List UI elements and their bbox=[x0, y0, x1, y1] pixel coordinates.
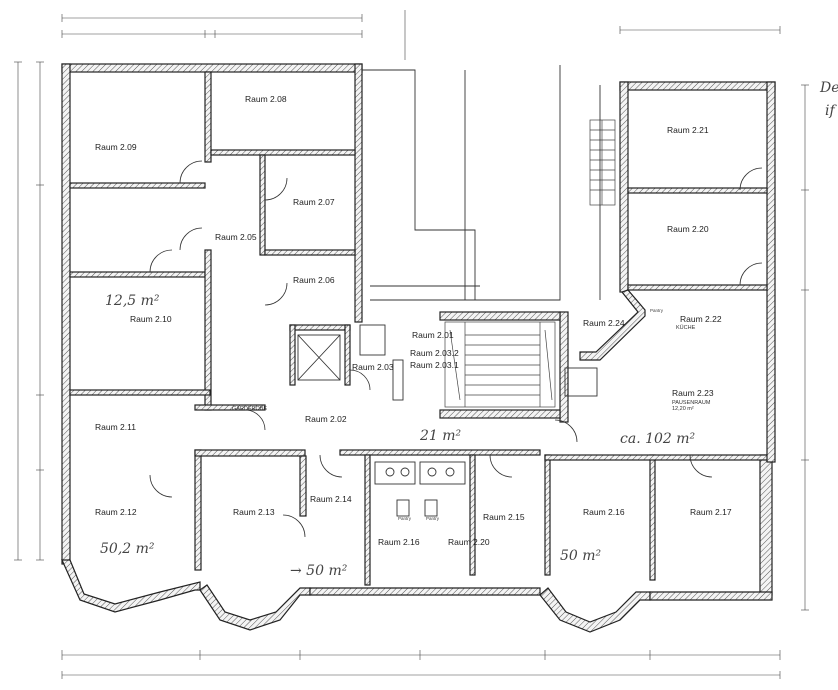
room-label-2-15: Raum 2.15 bbox=[483, 512, 525, 522]
walls-right-wing bbox=[439, 81, 776, 463]
room-label-2-10: Raum 2.10 bbox=[130, 314, 172, 324]
room-label-2-22: Raum 2.22 bbox=[680, 314, 722, 324]
room-label-2-13: Raum 2.13 bbox=[233, 507, 275, 517]
room-label-2-11: Raum 2.11 bbox=[95, 422, 136, 432]
stair-right-wing bbox=[589, 119, 616, 206]
room-label-2-12: Raum 2.12 bbox=[95, 507, 137, 517]
garderobe-label: GARDEROBE bbox=[232, 406, 267, 412]
room-label-2-24: Raum 2.24 bbox=[583, 318, 625, 328]
room-label-2-05: Raum 2.05 bbox=[215, 232, 257, 242]
room-label-2-03: Raum 2.03 bbox=[352, 362, 394, 372]
handwritten-area-2-14: → 50 m² bbox=[290, 563, 348, 579]
room-label-2-01: Raum 2.01 bbox=[412, 330, 454, 340]
pausenraum-area-label: 12,20 m² bbox=[672, 406, 694, 412]
room-label-2-21: Raum 2.21 bbox=[667, 125, 709, 135]
room-label-2-16: Raum 2.16 bbox=[583, 507, 625, 517]
room-label-2-17: Raum 2.17 bbox=[690, 507, 732, 517]
pantry-label-wc-left: Pantry bbox=[398, 516, 412, 521]
central-staircase bbox=[444, 321, 556, 408]
handwritten-area-2-10: 12,5 m² bbox=[105, 293, 160, 309]
pantry-label-kitchen: Pantry bbox=[650, 308, 664, 313]
room-label-2-20-small: Raum 2.20 bbox=[448, 537, 490, 547]
doors bbox=[149, 160, 763, 538]
left-dimensions bbox=[14, 61, 44, 561]
walls-left-wing bbox=[61, 63, 363, 565]
room-label-2-03-1: Raum 2.03.1 bbox=[410, 360, 459, 370]
handwritten-area-corridor: 21 m² bbox=[419, 428, 462, 444]
right-dimensions bbox=[801, 84, 809, 611]
margin-note-2: if bbox=[825, 103, 837, 119]
room-label-2-02: Raum 2.02 bbox=[305, 414, 347, 424]
pausenraum-label: PAUSENRAUM bbox=[672, 400, 711, 406]
room-labels: Raum 2.08 Raum 2.09 Raum 2.07 Raum 2.05 … bbox=[95, 94, 732, 547]
kueche-label: KÜCHE bbox=[676, 324, 696, 331]
handwritten-area-2-23: ca. 102 m² bbox=[620, 431, 696, 447]
small-labels: GARDEROBE PAUSENRAUM 12,20 m² KÜCHE Pant… bbox=[232, 308, 711, 521]
margin-note-1: De bbox=[819, 80, 838, 96]
wc-blocks bbox=[359, 324, 598, 517]
room-label-2-23: Raum 2.23 bbox=[672, 388, 714, 398]
room-label-2-16-small: Raum 2.16 bbox=[378, 537, 420, 547]
top-dimensions bbox=[61, 10, 781, 60]
courtyard-lines bbox=[362, 65, 601, 301]
room-label-2-06: Raum 2.06 bbox=[293, 275, 335, 285]
room-label-2-08: Raum 2.08 bbox=[245, 94, 287, 104]
walls-south bbox=[61, 449, 773, 633]
room-label-2-14: Raum 2.14 bbox=[310, 494, 352, 504]
room-label-2-07: Raum 2.07 bbox=[293, 197, 335, 207]
pantry-label-wc-right: Pantry bbox=[426, 516, 440, 521]
room-label-2-09: Raum 2.09 bbox=[95, 142, 137, 152]
room-label-2-20: Raum 2.20 bbox=[667, 224, 709, 234]
handwritten-area-2-16: 50 m² bbox=[560, 548, 602, 564]
handwritten-annotations: 12,5 m² 50,2 m² → 50 m² 21 m² 50 m² ca. … bbox=[100, 80, 838, 579]
room-label-2-03-2: Raum 2.03.2 bbox=[410, 348, 459, 358]
bottom-dimensions bbox=[61, 650, 781, 679]
handwritten-area-2-12: 50,2 m² bbox=[100, 541, 155, 557]
elevator bbox=[297, 334, 341, 381]
